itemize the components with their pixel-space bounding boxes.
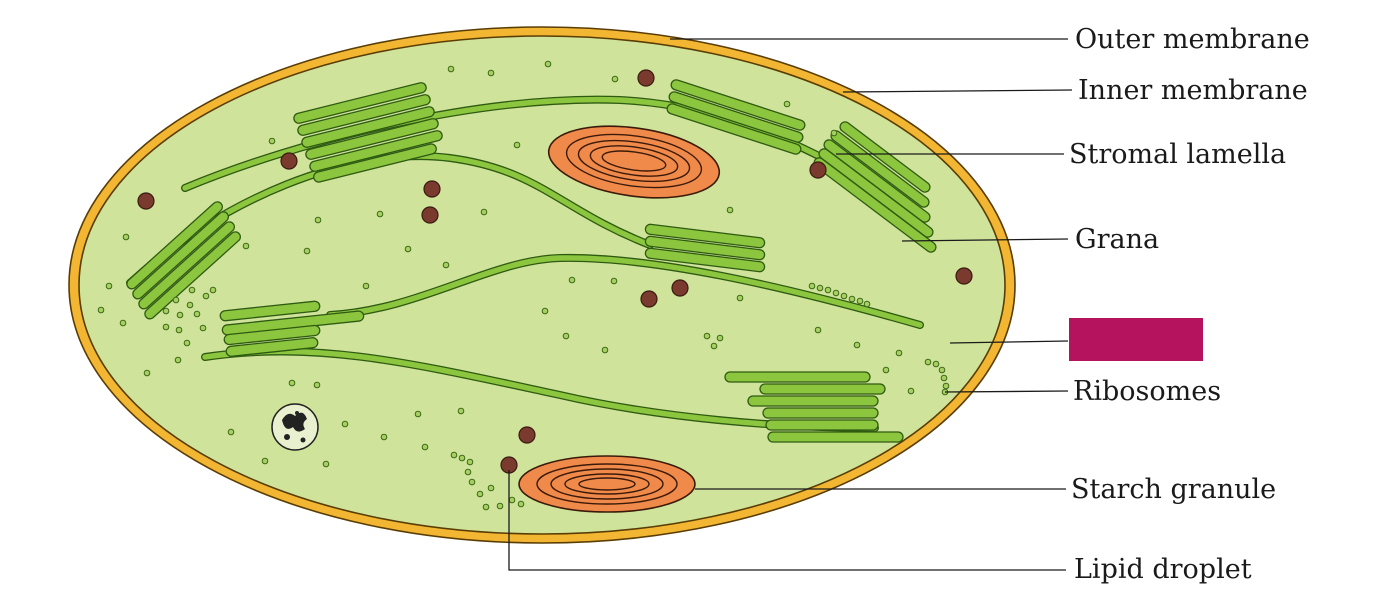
label-lipid-droplet: Lipid droplet bbox=[1074, 554, 1252, 585]
inner-membrane-stroma bbox=[78, 35, 1006, 535]
granum-center bbox=[644, 223, 766, 273]
hidden-label-box bbox=[1069, 318, 1203, 361]
granum-right bbox=[813, 121, 937, 253]
label-ribosomes: Ribosomes bbox=[1073, 376, 1221, 407]
starch-granule-bottom bbox=[518, 455, 696, 513]
starch-granule-top bbox=[547, 125, 721, 199]
granum-middle-left bbox=[219, 300, 365, 357]
leader-lines bbox=[508, 38, 1073, 571]
labels: Outer membrane Inner membrane Stromal la… bbox=[1069, 24, 1310, 585]
ribosomes bbox=[97, 60, 950, 511]
granum-top-left bbox=[293, 82, 443, 183]
granum-left bbox=[126, 201, 242, 320]
label-grana: Grana bbox=[1075, 224, 1159, 255]
nucleoid bbox=[271, 403, 319, 451]
lipid-droplets bbox=[137, 69, 973, 474]
label-inner-membrane: Inner membrane bbox=[1078, 75, 1308, 106]
granum-top-right bbox=[666, 79, 806, 155]
label-starch-granule: Starch granule bbox=[1071, 474, 1276, 505]
label-outer-membrane: Outer membrane bbox=[1075, 24, 1310, 55]
label-stromal-lamella: Stromal lamella bbox=[1069, 139, 1286, 170]
granum-bottom-right bbox=[724, 371, 904, 443]
